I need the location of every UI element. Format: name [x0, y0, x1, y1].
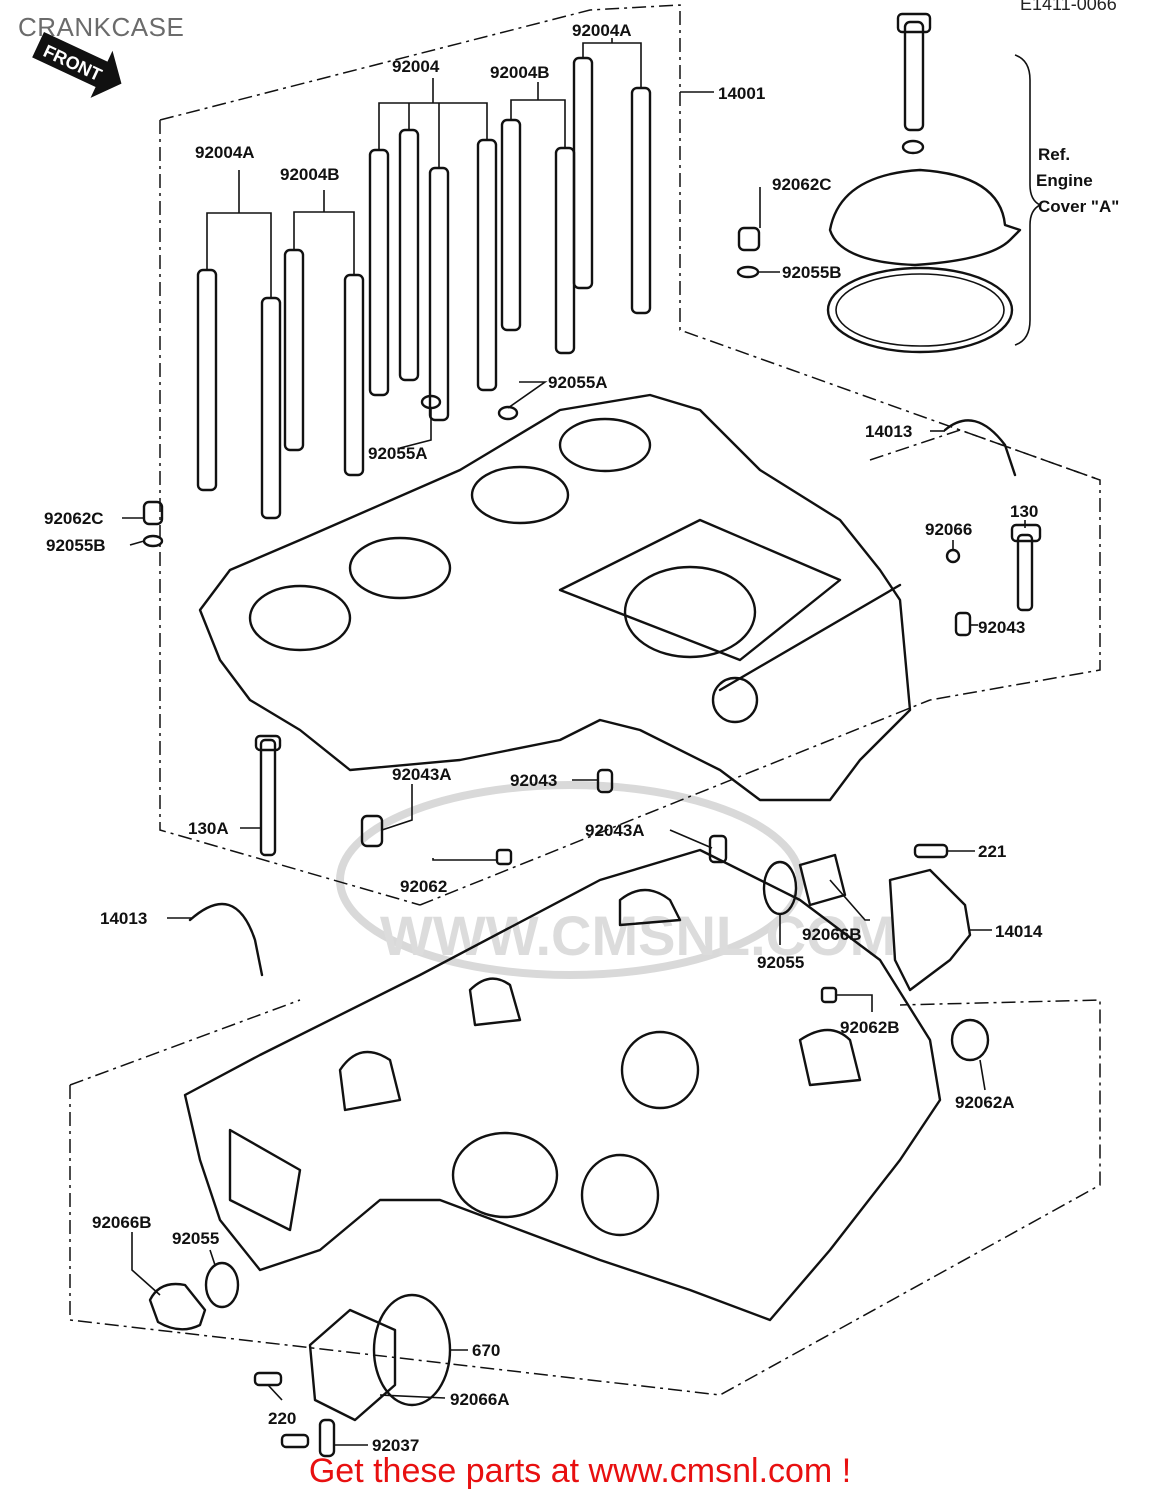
cover-92066A — [308, 1308, 397, 1422]
stud-11 — [572, 56, 594, 290]
label-92062[interactable]: 92062 — [400, 877, 447, 896]
part-labels: 14001 92004 92004A 92004B 92004A 92004B … — [44, 21, 1043, 1455]
stud-2 — [260, 296, 282, 520]
label-92066B-right[interactable]: 92066B — [802, 925, 862, 944]
label-92055A-right[interactable]: 92055A — [548, 373, 608, 392]
stud-7 — [428, 166, 450, 422]
label-92055A-left[interactable]: 92055A — [368, 444, 428, 463]
plate-92037 — [318, 1418, 336, 1458]
dowel-92043-right — [954, 611, 972, 637]
plug-92062 — [495, 848, 513, 866]
stud-12 — [630, 86, 652, 315]
oring-14013-lower — [188, 902, 264, 977]
bolt-130A — [259, 738, 277, 857]
dowel-92062C-left — [142, 500, 164, 526]
stud-9 — [500, 118, 522, 332]
oring-92055-left — [204, 1261, 240, 1309]
label-92062C-left[interactable]: 92062C — [44, 509, 104, 528]
stud-1 — [196, 268, 218, 492]
label-92062A[interactable]: 92062A — [955, 1093, 1015, 1112]
engine-cover-a — [736, 12, 1022, 354]
label-92043A-left[interactable]: 92043A — [392, 765, 452, 784]
stud-3 — [283, 248, 305, 452]
diagram-code: E1411-0066 — [1020, 0, 1117, 14]
bolt-220-upper — [253, 1371, 283, 1387]
label-130A[interactable]: 130A — [188, 819, 229, 838]
stud-leaders — [206, 38, 714, 298]
label-92043-right[interactable]: 92043 — [978, 618, 1025, 637]
cover-14014 — [888, 868, 972, 992]
label-14001[interactable]: 14001 — [718, 84, 765, 103]
plug-92066B-left — [148, 1282, 207, 1331]
watermark: WWW.CMSNL.COM — [336, 781, 896, 979]
dowel-92043A-left — [360, 814, 384, 848]
label-130[interactable]: 130 — [1010, 502, 1038, 521]
stud-8 — [476, 138, 498, 392]
label-92037[interactable]: 92037 — [372, 1436, 419, 1455]
front-badge: FRONT — [32, 32, 122, 98]
bolt-221 — [913, 843, 949, 859]
stud-4 — [343, 273, 365, 477]
reference-note-line3: Cover "A" — [1038, 197, 1119, 216]
reference-bracket — [1014, 54, 1042, 346]
leader-lines — [122, 187, 1026, 1446]
stud-5 — [368, 148, 390, 397]
label-92043-mid[interactable]: 92043 — [510, 771, 557, 790]
label-14013-lower[interactable]: 14013 — [100, 909, 147, 928]
lower-crankcase — [183, 848, 942, 1322]
bolt-220-lower — [280, 1433, 310, 1449]
label-92004A-top[interactable]: 92004A — [572, 21, 632, 40]
label-92004[interactable]: 92004 — [392, 57, 440, 76]
label-92004B-top[interactable]: 92004B — [490, 63, 550, 82]
reference-note: Ref. Engine Cover "A" — [1036, 145, 1119, 216]
oring-670 — [372, 1293, 452, 1407]
bolt-130 — [1016, 533, 1034, 612]
label-220[interactable]: 220 — [268, 1409, 296, 1428]
label-92055-right[interactable]: 92055 — [757, 953, 804, 972]
watermark-text: WWW.CMSNL.COM — [380, 904, 896, 967]
label-92004A-left[interactable]: 92004A — [195, 143, 255, 162]
washer-92055B-left — [142, 534, 164, 548]
label-92055-left[interactable]: 92055 — [172, 1229, 219, 1248]
plug-92066B-right — [798, 853, 847, 907]
label-14014[interactable]: 14014 — [995, 922, 1043, 941]
upper-crankcase — [198, 393, 912, 802]
label-92055B-upper[interactable]: 92055B — [782, 263, 842, 282]
label-92062C-upper[interactable]: 92062C — [772, 175, 832, 194]
label-670[interactable]: 670 — [472, 1341, 500, 1360]
label-14013-upper[interactable]: 14013 — [865, 422, 912, 441]
group-outlines — [69, 4, 1101, 1396]
dowel-92066 — [945, 548, 961, 564]
label-92062B[interactable]: 92062B — [840, 1018, 900, 1037]
plug-92062B — [820, 986, 838, 1004]
reference-note-line1: Ref. — [1038, 145, 1070, 164]
label-92043A-mid[interactable]: 92043A — [585, 821, 645, 840]
label-221[interactable]: 221 — [978, 842, 1006, 861]
washer-92055A-right — [497, 405, 519, 421]
label-92066A[interactable]: 92066A — [450, 1390, 510, 1409]
dowel-92043A-mid — [708, 834, 728, 864]
stud-6 — [398, 128, 420, 382]
label-92004B-left[interactable]: 92004B — [280, 165, 340, 184]
plug-92062A — [950, 1018, 990, 1062]
label-92066B-left[interactable]: 92066B — [92, 1213, 152, 1232]
stud-10 — [554, 146, 576, 355]
oring-14013-upper — [943, 419, 1017, 477]
dowel-92043-mid — [596, 768, 614, 794]
footer-link[interactable]: Get these parts at www.cmsnl.com ! — [308, 1452, 852, 1490]
label-92066[interactable]: 92066 — [925, 520, 972, 539]
reference-note-line2: Engine — [1036, 171, 1093, 190]
label-92055B-left[interactable]: 92055B — [46, 536, 106, 555]
